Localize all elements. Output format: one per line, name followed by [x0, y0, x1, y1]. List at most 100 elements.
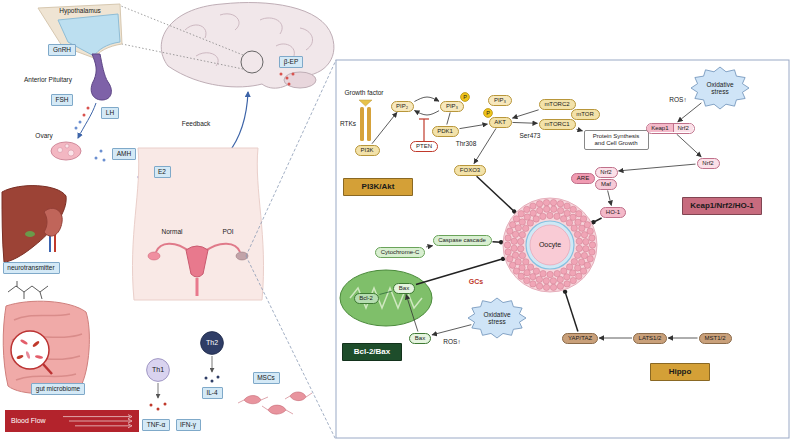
- granulosa-cell: [564, 203, 570, 209]
- node-text: AKT: [494, 119, 506, 126]
- connector: [593, 218, 601, 222]
- node-text: PI3K: [360, 147, 373, 154]
- protein-pill: Bax: [409, 333, 431, 344]
- cytokine-box: TNF-α: [142, 419, 170, 431]
- blood-flow-band: Blood Flow: [5, 410, 139, 432]
- text-label: Anterior Pituitary: [23, 76, 73, 83]
- node-text: gut microbiome: [36, 385, 80, 392]
- follicle: Oocyte: [502, 197, 598, 293]
- granulosa-cell: [543, 199, 549, 205]
- element-pill: ARE: [571, 173, 595, 184]
- mitochondrion: [340, 270, 432, 326]
- granulosa-cell: [509, 222, 515, 228]
- granulosa-cell: [519, 252, 525, 258]
- oocyte-body: [530, 225, 570, 265]
- granulosa-cell: [507, 228, 513, 234]
- granulosa-cell: [557, 201, 563, 207]
- cell-box: MSCs: [253, 372, 280, 384]
- granulosa-cell: [530, 273, 536, 279]
- protein-pill: AKT: [489, 117, 512, 128]
- granulosa-cell: [515, 225, 521, 231]
- text-label: Feedback: [181, 120, 212, 127]
- connector: [492, 241, 501, 243]
- node-text: Bax: [399, 285, 409, 292]
- granulosa-cell: [524, 270, 530, 276]
- granulosa-cell: [519, 264, 525, 270]
- molecule: [8, 286, 48, 292]
- node-text: mTORC2: [544, 101, 569, 108]
- node-text: PTEN: [416, 143, 432, 150]
- factor-box: neurotransmitter: [3, 262, 60, 274]
- text-label: Growth factor: [343, 89, 384, 96]
- factor-box: gut microbiome: [31, 383, 85, 395]
- granulosa-cell: [576, 245, 582, 251]
- granulosa-cell: [564, 274, 570, 280]
- connector: [426, 246, 433, 247]
- protein-pill: MST1/2: [699, 333, 732, 344]
- bacterium: [32, 340, 40, 347]
- connector: [677, 134, 702, 157]
- burst-outline: [691, 67, 749, 109]
- flow-streak: [75, 425, 130, 426]
- node-text: Nrf2: [702, 160, 713, 167]
- granulosa-cell: [550, 199, 556, 205]
- node-text: PIP₃: [494, 97, 506, 104]
- connector: [447, 112, 450, 124]
- circle-outline: [461, 93, 470, 102]
- flow-arrowhead: [128, 415, 132, 419]
- node-text: LH: [106, 109, 114, 116]
- granulosa-cell: [518, 238, 524, 244]
- pathway-title: Keap1/Nrf2/HO-1: [682, 197, 762, 215]
- follicle: [65, 144, 69, 148]
- circle-outline: [147, 359, 170, 382]
- msc-cell: [262, 405, 293, 414]
- hormone-arrow: [78, 103, 96, 138]
- granulosa-cell: [581, 232, 587, 238]
- text-label: Hypothalamus: [58, 7, 102, 14]
- secretion-arrow: [158, 383, 159, 398]
- complex-pill: Keap1Nrf2: [646, 123, 695, 134]
- magnifier: [11, 331, 49, 369]
- detail-panel: [336, 60, 789, 438]
- node-text: YAP/TAZ: [568, 335, 592, 342]
- granulosa-cell: [580, 268, 586, 274]
- text-label: Ser473: [519, 132, 542, 139]
- protein-pill: mTORC1: [539, 119, 576, 130]
- hormone-box: GnRH: [48, 44, 76, 56]
- granulosa-cell: [576, 238, 582, 244]
- connector: [432, 325, 471, 335]
- lipid-pill: PIP₂: [391, 101, 414, 112]
- node-text: HO-1: [606, 209, 620, 216]
- connector: [618, 164, 695, 171]
- hormone-dot: [87, 107, 90, 110]
- granulosa-cell: [564, 210, 570, 216]
- node-text: Th2: [206, 339, 218, 347]
- granulosa-cell: [571, 225, 577, 231]
- flow-streak: [63, 416, 130, 417]
- hormone-box: AMH: [112, 148, 136, 160]
- text-label: Ovary: [34, 132, 53, 139]
- follicle-outline: [503, 198, 597, 292]
- connector: [459, 124, 487, 129]
- node-text: Oxidative stress: [702, 81, 738, 96]
- node-text: PI3K/Akt: [362, 182, 395, 191]
- granulosa-cell: [511, 238, 517, 244]
- beta-ep-dot: [280, 73, 283, 76]
- granulosa-cell: [564, 281, 570, 287]
- stress-burst: Oxidative stress: [467, 297, 527, 339]
- granulosa-cell: [575, 265, 581, 271]
- intestine-folds: [12, 314, 82, 380]
- node-text: mTOR: [576, 111, 594, 118]
- granulosa-cell: [554, 213, 560, 219]
- node-text: Cytochrome-C: [381, 249, 420, 256]
- protein-pill: Bax: [393, 283, 415, 294]
- node-text: neurotransmitter: [7, 264, 54, 271]
- granulosa-cell: [530, 281, 536, 287]
- node-text: Bcl-2: [359, 295, 373, 302]
- granulosa-cell: [570, 214, 576, 220]
- kidney: [44, 208, 62, 236]
- connector: [576, 129, 582, 131]
- node-text: Maf: [601, 181, 611, 188]
- connector: [406, 294, 418, 331]
- receptor: [360, 107, 364, 141]
